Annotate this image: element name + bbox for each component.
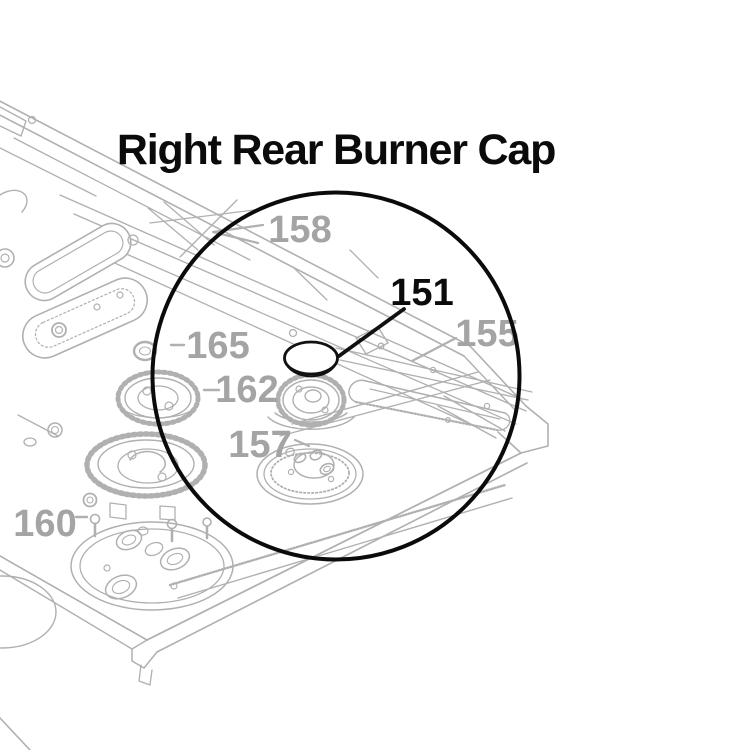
right-rear-burner-base (267, 372, 355, 430)
igniters-and-screws (17, 340, 212, 543)
leader-151 (337, 307, 406, 358)
arrow-158 (211, 223, 265, 245)
part-label-165: 165 (186, 325, 249, 367)
dash-157 (293, 438, 311, 448)
part-label-157: 157 (228, 424, 291, 466)
part-label-162: 162 (215, 369, 278, 411)
part-label-151: 151 (390, 272, 453, 314)
page-title: Right Rear Burner Cap (117, 126, 555, 174)
left-rear-burners (84, 369, 208, 521)
spark-module-covers (22, 222, 148, 359)
right-front-burner-base (256, 443, 364, 505)
cooktop-deck-seams (59, 194, 527, 425)
part-label-158: 158 (268, 209, 331, 251)
burner-cap-top (283, 340, 339, 376)
part-label-155: 155 (455, 313, 518, 355)
part-callouts: 158 165 162 157 160 155 (13, 209, 518, 545)
burner-cap-151 (283, 340, 339, 378)
highlight-circle (150, 190, 522, 562)
leader-155 (410, 336, 458, 363)
left-front-burner-ring (0, 521, 234, 649)
cooktop-left-edge-band (0, 100, 471, 357)
part-label-160: 160 (13, 503, 76, 545)
